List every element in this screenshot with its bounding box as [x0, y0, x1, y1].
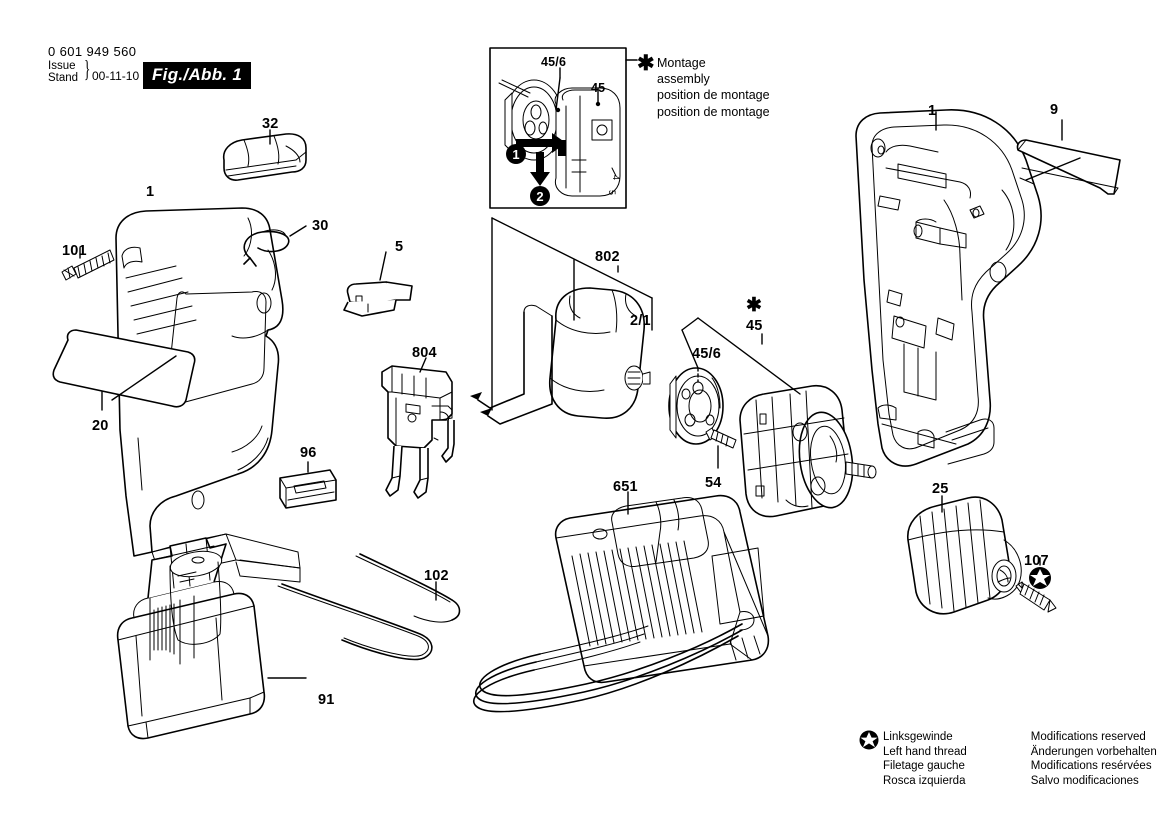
asterisk-icon: ✱	[637, 52, 655, 75]
keyless-chuck-25	[907, 496, 1022, 615]
callout-91: 91	[318, 692, 335, 708]
callout-1-right: 1	[928, 103, 937, 119]
callout-54: 54	[705, 475, 722, 491]
legend-left-de: Linksgewinde	[883, 731, 953, 743]
montage-line-es: position de montage	[657, 104, 770, 119]
callout-45: 45	[746, 318, 763, 334]
montage-legend: Montage assembly position de montage pos…	[657, 55, 770, 120]
charger-651	[473, 494, 770, 713]
issue-label: Issue	[48, 60, 76, 72]
montage-inset: 4 5 1 2	[489, 47, 638, 209]
callout-1-left: 1	[146, 184, 155, 200]
nameplate-9	[1016, 139, 1121, 195]
svg-text:5: 5	[607, 190, 617, 195]
slide-part-5	[343, 281, 413, 317]
inset-callout-45: 45	[591, 81, 606, 95]
inset-callout-45-6: 45/6	[541, 55, 567, 69]
left-hand-thread-badge-107	[1029, 567, 1051, 589]
legend-left-en: Left hand thread	[883, 745, 967, 758]
inset-gear-housing: 4 5	[554, 87, 621, 197]
wire-clip-102	[277, 553, 461, 661]
legend-left-fr: Filetage gauche	[883, 760, 965, 773]
brace-glyph: }	[84, 57, 91, 83]
callout-102: 102	[424, 568, 449, 584]
legend-right-fr: Modifications resérvées	[1030, 760, 1152, 773]
callout-9: 9	[1050, 102, 1059, 118]
inset-arrow-1: 1	[506, 133, 566, 164]
bracket-45	[681, 317, 801, 395]
legend-left-column: Linksgewinde Left hand thread Filetage g…	[862, 730, 967, 788]
screw-107	[1015, 581, 1057, 613]
battery-pack-91	[116, 537, 266, 740]
legend-right-de: Änderungen vorbehalten	[1030, 745, 1157, 758]
assembly-star-icon: ✱	[746, 295, 762, 316]
switch-804	[381, 365, 455, 499]
screw-101	[61, 249, 115, 281]
left-housing-half	[115, 207, 301, 583]
legend-badge-icon	[859, 730, 879, 750]
clamp-96	[279, 469, 337, 509]
screw-54	[705, 427, 737, 449]
gearbox-45	[739, 385, 877, 518]
svg-text:4: 4	[611, 175, 621, 180]
legend-right-es: Salvo modificaciones	[1030, 774, 1139, 787]
callout-96: 96	[300, 445, 317, 461]
montage-line-de: Montage	[657, 56, 706, 70]
figure-label: Fig./Abb. 1	[143, 62, 252, 89]
callout-101: 101	[62, 243, 87, 259]
right-housing-half	[855, 109, 1042, 467]
montage-line-en: assembly	[657, 72, 710, 87]
inset-arrow-2: 2	[530, 152, 550, 206]
label-sticker-20	[52, 329, 196, 408]
bracket-802	[491, 217, 653, 411]
callout-651: 651	[613, 479, 638, 495]
spring-clip-30	[243, 229, 290, 267]
callout-804: 804	[412, 345, 437, 361]
callout-45-6: 45/6	[692, 346, 722, 362]
montage-line-fr: position de montage	[657, 88, 770, 103]
legend-left-es: Rosca izquierda	[883, 774, 966, 787]
callout-30: 30	[312, 218, 329, 234]
stand-label: Stand	[48, 71, 79, 84]
part-number: 0 601 949 560	[48, 44, 137, 59]
issue-stand-labels: Issue Stand	[48, 60, 79, 84]
callout-2-1: 2/1	[630, 313, 651, 329]
gear-plate-45-6	[668, 367, 724, 445]
issue-date: 00-11-10	[92, 69, 140, 83]
callout-802: 802	[595, 249, 620, 265]
end-cap-32	[222, 133, 307, 181]
callout-32: 32	[262, 116, 279, 132]
svg-text:1: 1	[512, 147, 519, 162]
callout-107: 107	[1024, 553, 1049, 569]
callout-20: 20	[92, 418, 109, 434]
legend-right-en: Modifications reserved	[1030, 731, 1146, 743]
callout-25: 25	[932, 481, 949, 497]
legend-right-column: Modifications reserved Änderungen vorbeh…	[989, 730, 1157, 788]
svg-text:2: 2	[536, 189, 543, 204]
bottom-legend: Linksgewinde Left hand thread Filetage g…	[862, 730, 1157, 788]
callout-5: 5	[395, 239, 404, 255]
motor-802	[470, 287, 651, 425]
